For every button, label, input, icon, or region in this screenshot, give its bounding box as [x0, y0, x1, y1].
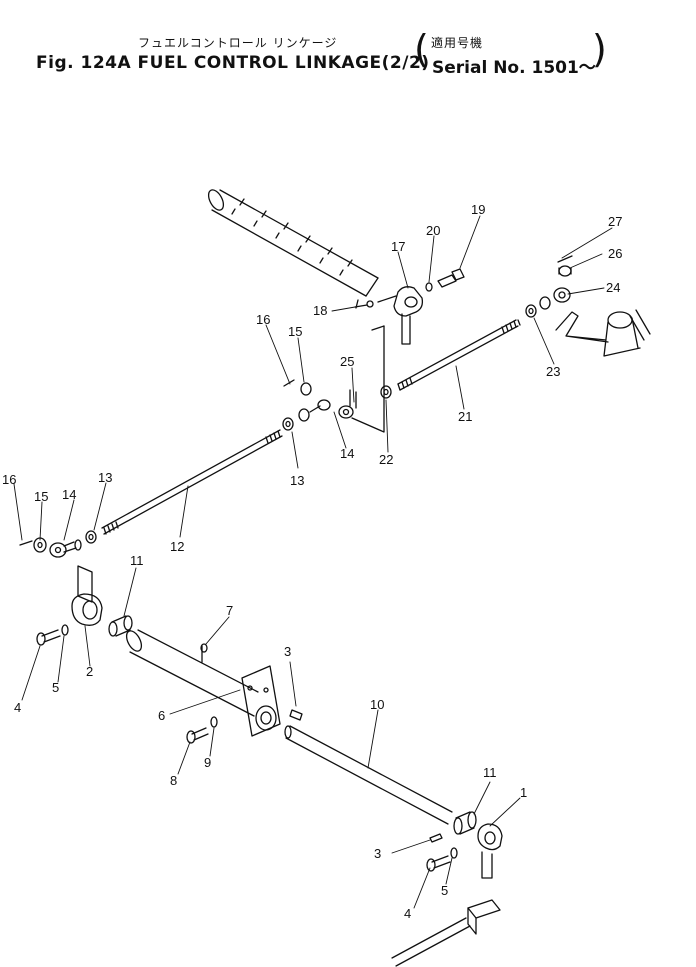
label-part-13-left: 13: [98, 470, 112, 485]
part-15-nut-upper: [300, 382, 312, 396]
label-part-11-left: 11: [130, 553, 144, 568]
part-5-washer-left: [61, 624, 69, 636]
label-part-9: 9: [204, 755, 211, 770]
part-9-washer: [210, 716, 218, 728]
governor-lever: [555, 309, 651, 357]
part-14-ball-joint-upper: [298, 399, 331, 422]
label-part-1: 1: [520, 785, 527, 800]
label-part-4-right: 4: [404, 906, 411, 921]
part-4-bolt-right: [426, 855, 451, 872]
figure-title: Fig. 124A FUEL CONTROL LINKAGE(2/2): [36, 53, 430, 73]
label-part-11-right: 11: [483, 765, 497, 780]
close-paren-glyph: ): [592, 27, 607, 71]
part-18-pin: [354, 300, 374, 308]
label-part-19: 19: [471, 202, 485, 217]
part-21-rod: [397, 319, 521, 391]
label-part-27: 27: [608, 214, 622, 229]
label-part-17: 17: [391, 239, 405, 254]
part-14-ball-joint-left: [49, 539, 82, 558]
label-part-14-upper: 14: [340, 446, 354, 461]
label-part-14-left: 14: [62, 487, 76, 502]
part-12-rod: [101, 429, 283, 535]
label-part-16-left: 16: [2, 472, 16, 487]
part-19-bolt: [437, 268, 465, 288]
label-part-10: 10: [370, 697, 384, 712]
label-part-7: 7: [226, 603, 233, 618]
label-part-8: 8: [170, 773, 177, 788]
part-2-lever: [71, 565, 103, 626]
label-part-6: 6: [158, 708, 165, 723]
label-part-12: 12: [170, 539, 184, 554]
label-part-22: 22: [379, 452, 393, 467]
serial-number: Serial No. 1501～: [432, 58, 596, 78]
part-23-nut: [525, 304, 537, 318]
part-27-split-pin: [557, 255, 573, 263]
label-part-5-right: 5: [441, 883, 448, 898]
part-6-shaft-bracket: [125, 629, 281, 737]
part-17-lever: [377, 286, 424, 345]
label-part-26: 26: [608, 246, 622, 261]
label-part-15-left: 15: [34, 489, 48, 504]
part-10-shaft: [284, 725, 453, 825]
part-8-bolt: [186, 727, 209, 744]
part-4-bolt-left: [36, 629, 61, 646]
part-25-rod-end: [338, 389, 357, 419]
label-part-4-left: 4: [14, 700, 21, 715]
label-part-18: 18: [313, 303, 327, 318]
label-part-15-upper: 15: [288, 324, 302, 339]
part-5-washer-right: [450, 847, 458, 859]
part-20-washer: [425, 282, 433, 292]
label-part-20: 20: [426, 223, 440, 238]
part-16-split-pin-upper: [283, 379, 295, 387]
label-part-23: 23: [546, 364, 560, 379]
label-part-25: 25: [340, 354, 354, 369]
part-24-ball-joint: [539, 287, 571, 310]
label-part-5-left: 5: [52, 680, 59, 695]
upper-control-shaft: [207, 189, 379, 309]
label-part-13-right: 13: [290, 473, 304, 488]
label-part-21: 21: [458, 409, 472, 424]
label-part-16-upper: 16: [256, 312, 270, 327]
label-part-24: 24: [606, 280, 620, 295]
label-part-2: 2: [86, 664, 93, 679]
serial-label-japanese: 適用号機: [431, 36, 484, 50]
part-22-nut: [380, 385, 392, 399]
bracket-link: [351, 325, 385, 433]
lower-linkage-rod: [391, 899, 501, 967]
part-11-bushing-right: [453, 811, 477, 835]
leader-lines: [13, 215, 613, 909]
label-part-3-upper: 3: [284, 644, 291, 659]
part-7-grease-nipple: [200, 643, 208, 663]
part-13-nut-right: [282, 417, 294, 431]
part-3-key-upper: [289, 709, 303, 721]
title-japanese: フュエルコントロール リンケージ: [138, 36, 338, 50]
part-3-key-lower: [429, 833, 443, 843]
part-1-lever: [477, 823, 503, 879]
open-paren-glyph: (: [414, 27, 429, 71]
part-11-bushing-left: [108, 615, 133, 637]
part-13-nut-left: [85, 530, 97, 544]
part-26-nut: [558, 265, 572, 277]
part-16-split-pin-left: [19, 540, 33, 546]
label-part-3-lower: 3: [374, 846, 381, 861]
